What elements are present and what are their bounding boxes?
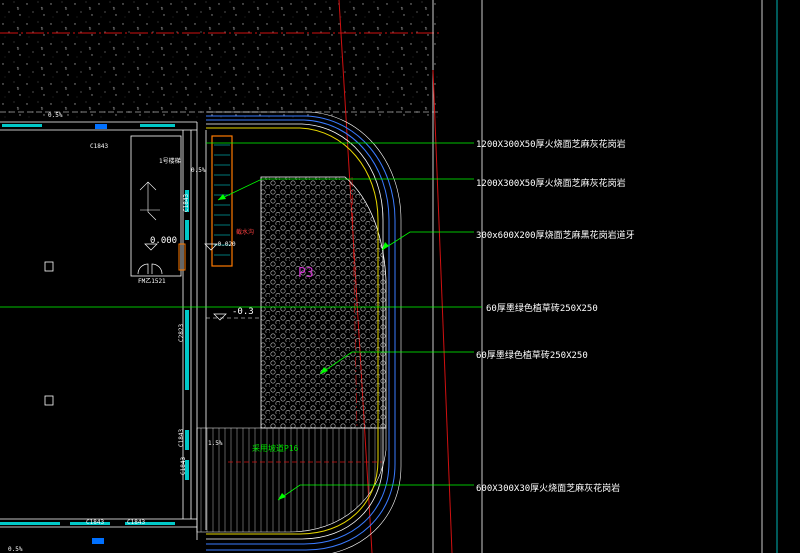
red-boundary-diagonal-2 xyxy=(432,69,453,553)
leader-arrows xyxy=(218,194,389,500)
pave-tag-label: P3 xyxy=(298,266,314,281)
stair-symbol xyxy=(139,181,160,221)
window-label-b: C1843 xyxy=(86,519,104,526)
stair-tag-label: 1号楼梯 xyxy=(159,157,181,165)
window-label-c2823: C2823 xyxy=(178,324,185,342)
window-symbols xyxy=(0,124,189,544)
elevation-neg03-label: -0.3 xyxy=(232,307,254,317)
granite-plank-paving xyxy=(196,427,387,533)
door-swing xyxy=(137,263,163,275)
callout-5: 60厚墨绿色植草砖250X250 xyxy=(476,349,588,361)
centerline-red xyxy=(351,176,358,429)
red-tag-label: 截水沟 xyxy=(236,228,254,236)
elevation-0020-label: -0.020 xyxy=(214,241,236,248)
ramp-note-label: 采用坡道P16 xyxy=(252,443,299,453)
building-walls xyxy=(0,121,207,540)
slope-top-label: 0.5% xyxy=(48,112,63,119)
curb-outline-white-1 xyxy=(206,123,384,540)
elevation-0000-label: 0.000 xyxy=(150,236,177,246)
orange-stair xyxy=(211,135,233,267)
leader-lines xyxy=(0,142,482,501)
callout-1: 1200X300X50厚火烧面芝麻灰花岗岩 xyxy=(476,138,626,150)
callout-2: 1200X300X50厚火烧面芝麻灰花岗岩 xyxy=(476,177,626,189)
door-tag-label: FM乙1521 xyxy=(138,278,166,285)
callout-6: 600X300X30厚火烧面芝麻灰花岗岩 xyxy=(476,482,620,494)
callout-4: 60厚墨绿色植草砖250X250 xyxy=(486,302,598,314)
curb-outline-blue-1 xyxy=(206,119,390,545)
orange-door-frame xyxy=(178,243,186,271)
slope-bottom-left-label: 0.5% xyxy=(8,546,23,553)
window-label-d: C1843 xyxy=(183,194,190,212)
orange-stair-treads xyxy=(214,144,230,256)
window-label-f: C1843 xyxy=(180,457,187,475)
elevation-markers xyxy=(144,243,227,321)
window-label-c: C1843 xyxy=(127,519,145,526)
window-label-e: C1843 xyxy=(178,429,185,447)
callout-3: 300x600X200厚烧面芝麻黑花岗岩道牙 xyxy=(476,229,635,241)
curb-outline-yellow xyxy=(206,127,379,535)
slope-lower-label: 1.5% xyxy=(208,440,223,447)
curb-outline-blue-2 xyxy=(206,115,396,551)
speckled-ground-area xyxy=(0,0,440,118)
grass-paver-area xyxy=(260,176,387,429)
slope-mid-label: 0.5% xyxy=(191,167,206,174)
window-label-a: C1843 xyxy=(90,143,108,150)
